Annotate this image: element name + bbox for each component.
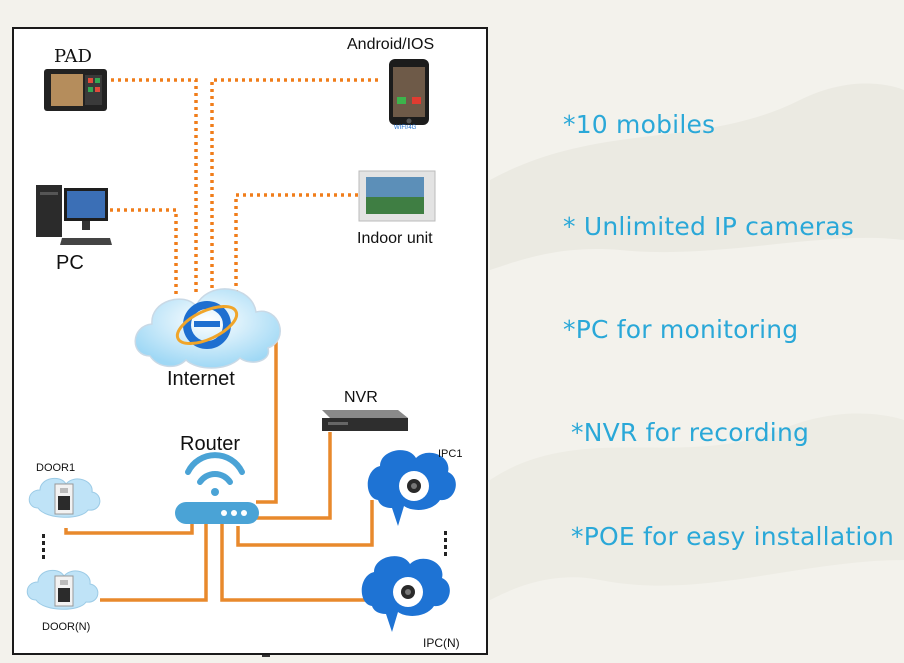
door-station-n-icon (26, 569, 99, 610)
door-n-label: DOOR(N) (42, 621, 91, 633)
ellipsis-right (444, 531, 447, 556)
feature-ip-cameras: * Unlimited IP cameras (563, 212, 854, 241)
router-icon (175, 452, 259, 524)
nvr-recorder-icon (322, 410, 408, 431)
router-label: Router (180, 433, 241, 455)
link-router-ipcn (220, 524, 365, 602)
internet-label: Internet (167, 368, 235, 390)
nvr-label: NVR (344, 389, 378, 406)
link-router-ipc1 (236, 500, 374, 547)
link-router-door1 (64, 524, 194, 535)
ipc-n-label: IPC(N) (423, 636, 460, 650)
wired-links (64, 340, 374, 602)
feature-nvr-recording: *NVR for recording (571, 418, 810, 447)
link-pad-internet (104, 78, 198, 296)
pad-label: PAD (54, 46, 92, 67)
desktop-pc-icon (36, 185, 112, 245)
indoor-unit-label: Indoor unit (357, 230, 433, 247)
android-ios-label: Android/IOS (347, 36, 435, 53)
feature-pc-monitoring: *PC for monitoring (563, 315, 799, 344)
link-internet-router (256, 340, 278, 504)
ip-camera-n-icon (361, 556, 450, 632)
ipc1-label: IPC1 (438, 448, 463, 460)
tablet-device-icon (44, 69, 107, 111)
mobile-caption: WIFI/4G (394, 125, 417, 131)
link-indoor-internet (234, 193, 358, 298)
link-pc-internet (110, 208, 178, 296)
door-station-1-icon (28, 477, 101, 518)
ip-camera-1-icon (367, 450, 456, 526)
ellipsis-left (42, 534, 45, 559)
pc-label: PC (56, 252, 84, 274)
link-mobile-internet (210, 78, 378, 290)
link-router-nvr (236, 432, 332, 520)
internet-cloud-icon (134, 288, 281, 369)
internet-links (104, 78, 378, 298)
indoor-monitor-icon (358, 170, 436, 222)
link-router-doorn (100, 524, 208, 602)
feature-mobiles: *10 mobiles (563, 110, 716, 139)
bottom-tick (262, 655, 270, 657)
door1-label: DOOR1 (36, 462, 76, 474)
feature-poe-installation: *POE for easy installation (571, 522, 895, 551)
smartphone-icon (389, 59, 429, 125)
